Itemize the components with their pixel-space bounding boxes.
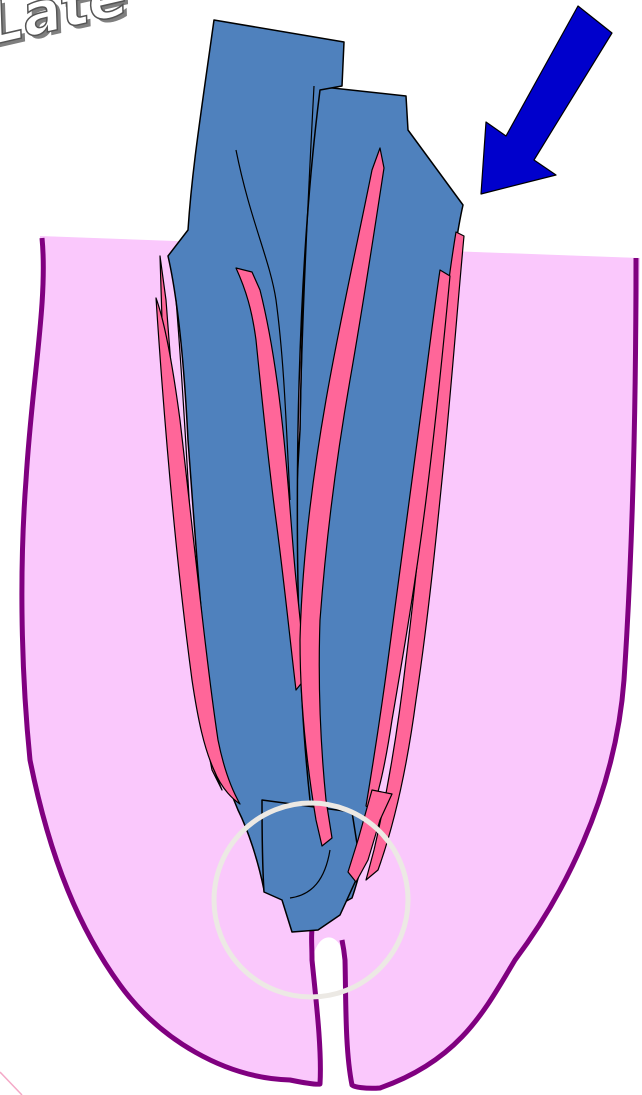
title-fragment: Late (0, 0, 133, 59)
corner-mark (0, 1072, 22, 1095)
title-group: Late Late (0, 0, 137, 63)
arrow-down-left-icon (481, 6, 612, 194)
